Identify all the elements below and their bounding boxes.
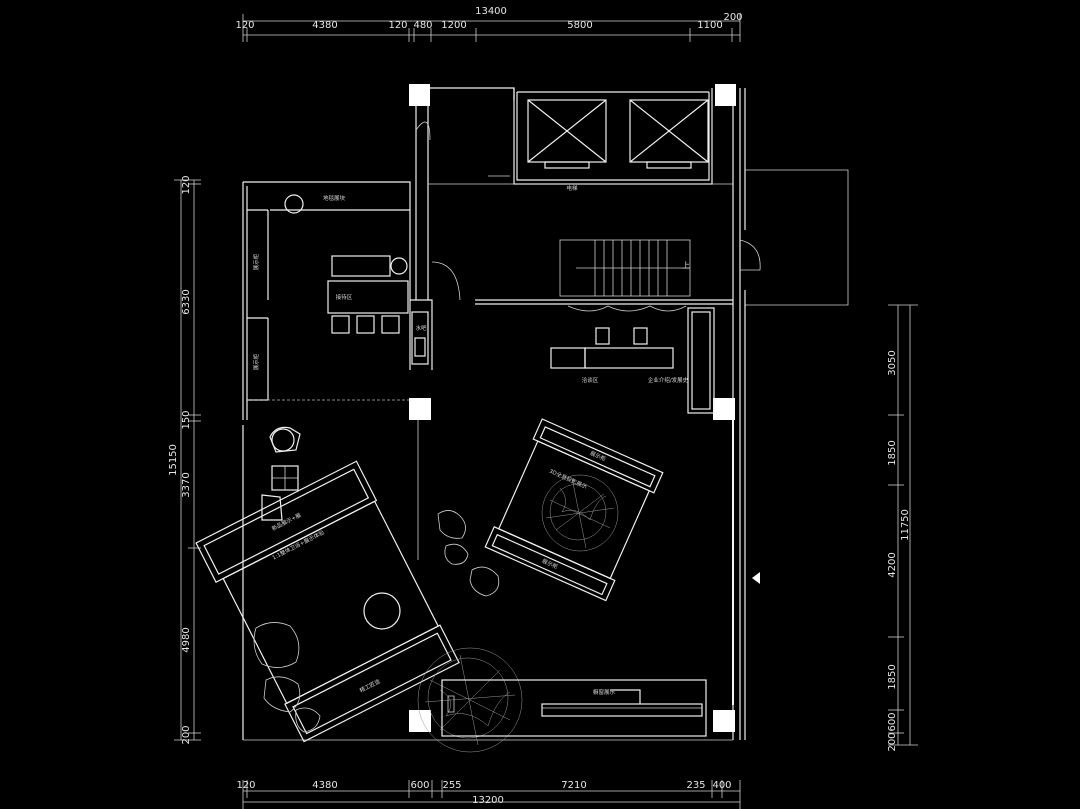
company-intro-label: 企业介绍/发展史 [648, 376, 689, 384]
left-seg-5: 4980 [181, 627, 192, 652]
left-total-dim: 15150 [168, 444, 179, 476]
column [713, 398, 735, 420]
top-seg-2: 4380 [312, 20, 337, 31]
column [713, 710, 735, 732]
craft-area-label: 精工匠造 [358, 677, 382, 694]
outer-walls: 电梯 上 [242, 84, 849, 741]
landscape-stones [253, 510, 500, 733]
top-dimension-line: 13400 120 4380 120 480 1200 5800 1100 20… [235, 6, 743, 42]
bottom-dimension-line: 120 4380 600 255 7210 235 400 13200 [236, 780, 741, 809]
right-seg-4: 1850 [887, 664, 898, 689]
window-display-label: 橱窗展示 [593, 688, 616, 696]
new-product-label: 新品展示+展 [270, 511, 303, 533]
door-arc-top [415, 121, 431, 141]
right-seg-6: 200 [887, 732, 898, 751]
right-dimension-line: 3050 1850 4200 1850 600 200 11750 [887, 304, 918, 752]
right-seg-5: 600 [887, 712, 898, 731]
lower-left-furniture [261, 426, 301, 521]
reception-zone: 地毯展块 展示柜 展示柜 接待区 水吧 [252, 194, 429, 370]
lounge-label: 洽谈区 [582, 376, 599, 384]
staircase: 上 [559, 239, 691, 297]
top-seg-6: 5800 [567, 20, 592, 31]
door-arc-right [739, 239, 761, 271]
left-cabinet-label-2: 展示柜 [252, 353, 260, 370]
left-seg-2: 6330 [181, 289, 192, 314]
round-table [363, 592, 401, 630]
column [409, 398, 431, 420]
right-total-dim: 11750 [900, 509, 911, 541]
right-seg-3: 4200 [887, 552, 898, 577]
top-seg-5: 1200 [441, 20, 466, 31]
bottom-seg-1: 120 [236, 780, 255, 791]
door-arc-mid [431, 261, 461, 301]
bottom-seg-5: 7210 [561, 780, 586, 791]
elevator-label: 电梯 [566, 184, 578, 192]
angled-display-left: 新品展示+展 1:1整体卫浴+展示体验 精工匠造 [195, 460, 460, 743]
bottom-seg-4: 255 [442, 780, 461, 791]
stair-up-label: 上 [682, 261, 690, 270]
top-seg-3: 120 [388, 20, 407, 31]
left-cabinet-label-1: 展示柜 [252, 253, 260, 270]
top-seg-4: 480 [413, 20, 432, 31]
top-seg-7: 1100 [697, 20, 722, 31]
column [409, 84, 430, 106]
left-dimension-line: 15150 120 6330 150 3370 4980 200 [168, 175, 201, 745]
right-seg-2: 1850 [887, 440, 898, 465]
lounge-zone: 洽谈区 企业介绍/发展史 [550, 305, 715, 414]
left-seg-3: 150 [181, 410, 192, 429]
column [715, 84, 736, 106]
tree-symbol-right [541, 474, 619, 552]
top-seg-1: 120 [235, 20, 254, 31]
bottom-seg-6: 235 [686, 780, 705, 791]
bottom-seg-7: 400 [712, 780, 731, 791]
right-seg-1: 3050 [887, 350, 898, 375]
reception-label: 接待区 [336, 293, 353, 301]
angled-display-right: 展示柜 3D全息投影展示 展示柜 [484, 418, 664, 602]
top-total-dim: 13400 [475, 6, 507, 17]
top-seg-8: 200 [723, 12, 742, 23]
column [409, 710, 431, 732]
bottom-seg-2: 4380 [312, 780, 337, 791]
bottom-seg-3: 600 [410, 780, 429, 791]
entrance-arrow-icon [752, 572, 760, 584]
left-seg-1: 120 [181, 175, 192, 194]
left-seg-6: 200 [181, 725, 192, 744]
left-seg-4: 3370 [181, 472, 192, 497]
carpet-display-label: 地毯展块 [323, 194, 346, 202]
bottom-total-dim: 13200 [472, 795, 504, 806]
tree-symbol-bottom [417, 647, 523, 753]
water-bar-label: 水吧 [415, 324, 427, 332]
window-display: 橱窗展示 [441, 679, 707, 737]
hologram-label: 3D全息投影展示 [548, 467, 589, 491]
